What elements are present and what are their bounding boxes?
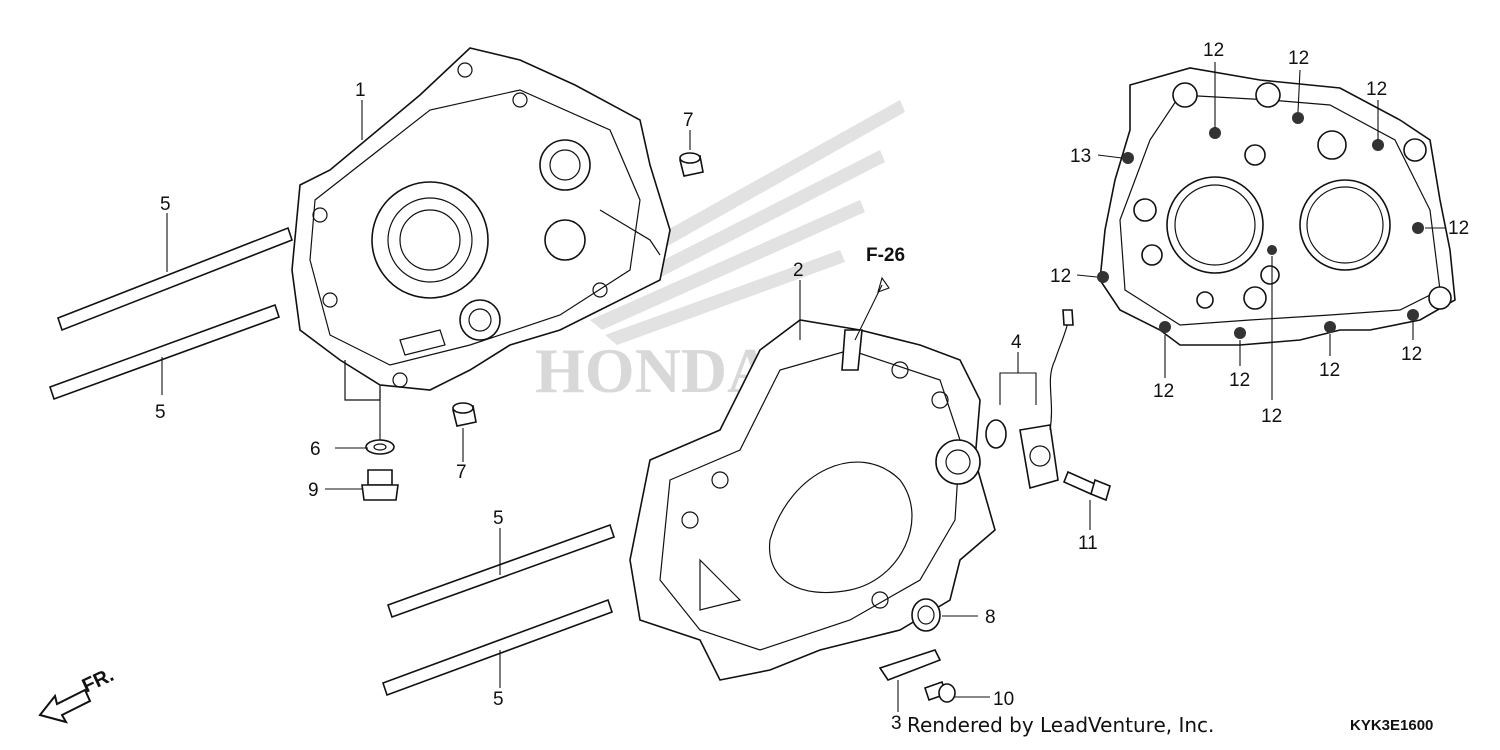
callouts: 1 2 3 4 5 5 5 5 6 7 7 8 9 10 11 12 12 12…: [155, 40, 1469, 734]
stud-bolt-upper-left: [57, 226, 293, 332]
callout-12-bottom-3: 12: [1319, 360, 1340, 381]
neutral-switch-assy: [985, 309, 1074, 490]
dowel-pin-upper: [679, 152, 704, 177]
callout-12-bottom-4: 12: [1401, 344, 1422, 365]
callout-12-left: 12: [1050, 266, 1071, 287]
watermark-text: HONDA: [535, 335, 773, 406]
flange-bolt-11: [1062, 470, 1111, 502]
callout-10: 10: [993, 689, 1014, 710]
right-crankcase-half: [629, 319, 996, 681]
callout-5-upper-left: 5: [160, 194, 171, 215]
front-direction-marker: FR.: [38, 664, 117, 724]
callout-5-upper-right: 5: [493, 508, 504, 529]
dowel-pin-lower: [452, 402, 477, 427]
leader-lines: [161, 62, 1445, 712]
callout-12-bottom-center: 12: [1261, 406, 1282, 427]
callout-7-upper: 7: [683, 110, 694, 131]
stud-bolt-upper-right: [386, 523, 616, 619]
callout-12-bottom-1: 12: [1153, 381, 1174, 402]
drain-bolt: [361, 469, 399, 501]
callout-12-top-right: 12: [1366, 79, 1387, 100]
stud-bolt-lower-left: [48, 303, 281, 401]
setting-plate: [878, 649, 942, 681]
gasket-bolt-holes: [1097, 112, 1424, 339]
callout-12-right: 12: [1448, 218, 1469, 239]
callout-3: 3: [891, 713, 902, 734]
callout-12-bottom-2: 12: [1229, 370, 1250, 391]
left-crankcase-half: [291, 47, 671, 401]
reference-link-f26[interactable]: F-26: [866, 245, 905, 266]
front-arrow-icon: [38, 688, 92, 724]
callout-5-lower-left: 5: [155, 402, 166, 423]
callout-9: 9: [308, 480, 319, 501]
callout-7-lower: 7: [456, 462, 467, 483]
crankcase-gasket: [1097, 67, 1456, 346]
flange-bolt-10: [923, 680, 956, 703]
stud-bolt-lower-right: [381, 598, 614, 697]
callout-4: 4: [1011, 332, 1022, 353]
callout-12-top-middle: 12: [1288, 48, 1309, 69]
callout-1: 1: [355, 80, 366, 101]
callout-12-top: 12: [1203, 40, 1224, 61]
sealing-washer: [365, 439, 395, 455]
callout-2: 2: [793, 260, 804, 281]
diagram-code: KYK3E1600: [1350, 717, 1433, 734]
callout-6: 6: [310, 439, 321, 460]
callout-13: 13: [1070, 146, 1091, 167]
render-credit: Rendered by LeadVenture, Inc.: [907, 713, 1214, 737]
callout-5-lower-right: 5: [493, 689, 504, 710]
oil-seal: [911, 598, 941, 632]
callout-11: 11: [1078, 533, 1098, 554]
callout-8: 8: [985, 607, 996, 628]
